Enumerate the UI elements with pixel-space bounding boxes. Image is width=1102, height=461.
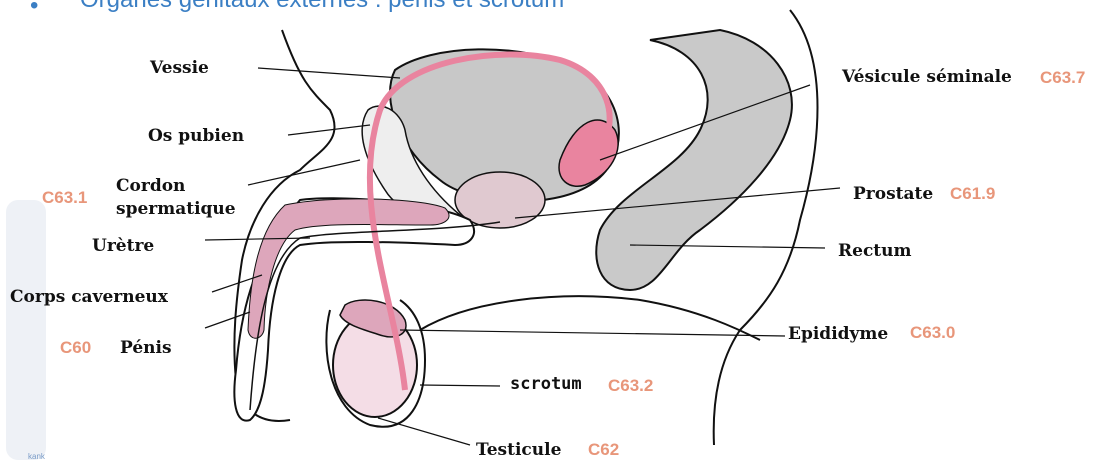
label-corps-caverneux: Corps caverneux	[10, 287, 168, 307]
label-prostate: Prostate	[853, 184, 933, 204]
code-penis: C60	[60, 338, 91, 358]
label-cordon-line1: Cordon	[116, 176, 185, 196]
code-prostate: C61.9	[950, 184, 995, 204]
code-epididyme: C63.0	[910, 323, 955, 343]
label-vessie: Vessie	[150, 58, 209, 78]
code-testicule: C62	[588, 440, 619, 460]
label-epididyme: Epididyme	[788, 324, 888, 344]
label-uretre: Urètre	[92, 236, 154, 256]
code-vesicule: C63.7	[1040, 68, 1085, 88]
leader-scrotum	[420, 385, 500, 386]
leader-epididyme	[400, 330, 785, 336]
label-penis: Pénis	[120, 338, 172, 358]
label-cordon-line2: spermatique	[116, 199, 236, 219]
leader-cordon	[248, 160, 360, 185]
label-testicule: Testicule	[476, 440, 561, 460]
label-rectum: Rectum	[838, 241, 912, 261]
label-os-pubien: Os pubien	[148, 126, 244, 146]
leader-testicule	[378, 418, 470, 445]
label-scrotum: scrotum	[510, 374, 582, 394]
code-scrotum: C63.2	[608, 376, 653, 396]
rectum-shape	[596, 30, 792, 290]
label-vesicule: Vésicule séminale	[842, 67, 1012, 87]
leader-vessie	[258, 68, 400, 78]
leader-os-pubien	[288, 125, 370, 135]
code-cordon: C63.1	[42, 188, 87, 208]
